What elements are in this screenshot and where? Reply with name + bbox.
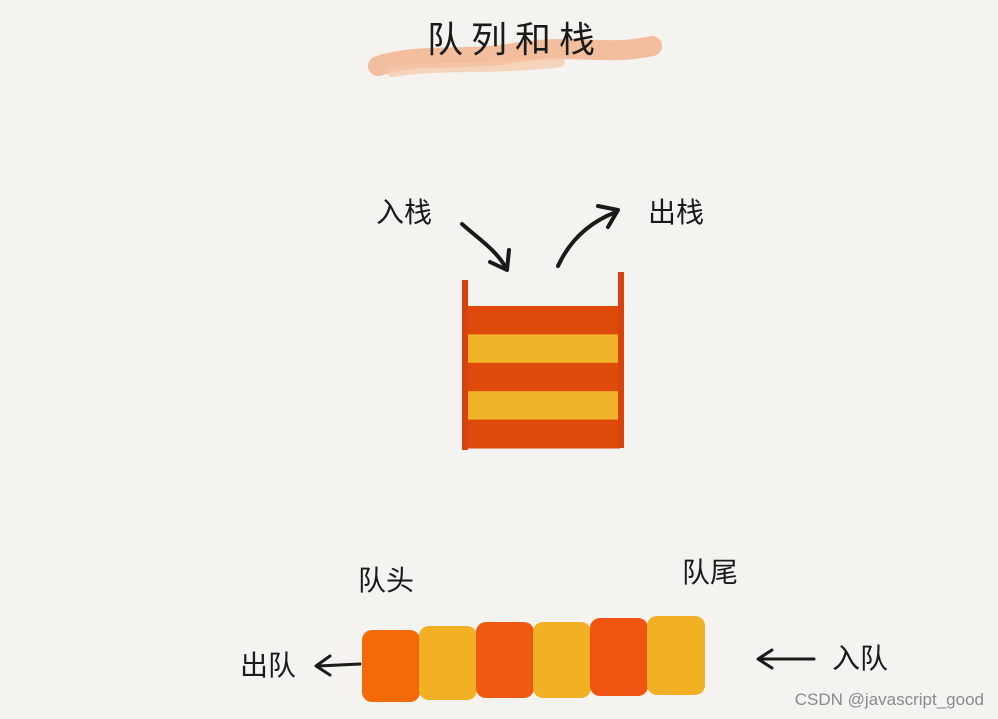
queue-container (362, 616, 705, 702)
enqueue-arrow (758, 650, 814, 668)
queue-tail-label: 队尾 (682, 556, 738, 589)
stack-right-wall (618, 272, 624, 448)
stack-layer (466, 363, 620, 392)
push-arrow (462, 224, 509, 270)
enqueue-label: 入队 (832, 642, 888, 675)
diagram-title: 队列和栈 (427, 20, 603, 61)
queue-block (419, 626, 477, 700)
queue-block (533, 622, 591, 698)
push-label: 入栈 (376, 196, 432, 229)
queue-block (590, 618, 648, 696)
dequeue-arrow (316, 656, 360, 675)
stack-left-wall (462, 280, 468, 450)
queue-block (362, 630, 420, 702)
watermark: CSDN @javascript_good (795, 690, 984, 709)
stack-layer (466, 420, 620, 449)
pop-label: 出栈 (648, 196, 704, 229)
queue-head-label: 队头 (358, 564, 414, 597)
pop-arrow (558, 206, 618, 266)
queue-block (476, 622, 534, 698)
dequeue-label: 出队 (240, 649, 296, 682)
queue-block (647, 616, 705, 695)
stack-layer (466, 306, 620, 335)
stack-container (462, 272, 624, 450)
stack-layer (466, 334, 620, 363)
stack-layer (466, 391, 620, 420)
